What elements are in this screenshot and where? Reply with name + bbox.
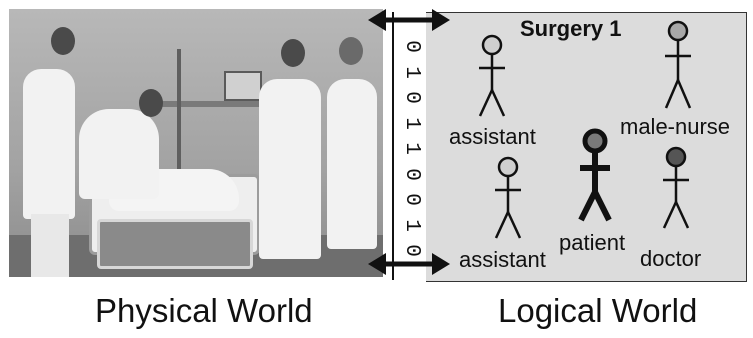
photo-monitor [224, 71, 262, 101]
actor-male-nurse [656, 20, 700, 115]
stick-figure-icon [662, 146, 690, 229]
binary-digit: 0 [399, 193, 423, 206]
binary-digit: 1 [399, 65, 423, 79]
caption-physical-world: Physical World [95, 292, 313, 329]
photo-person-center-head [281, 39, 305, 67]
actor-patient [572, 128, 618, 226]
binary-strip: 0 1 0 1 1 0 0 1 0 [392, 12, 430, 280]
photo-iv-pole [177, 49, 181, 219]
actor-doctor [654, 146, 698, 236]
actor-label-doctor: doctor [640, 246, 702, 271]
photo-person-left [23, 69, 75, 219]
stick-figure-icon [664, 20, 692, 109]
binary-digit: 0 [399, 244, 423, 257]
physical-world-photo [9, 9, 383, 277]
binary-digit: 0 [399, 40, 423, 53]
binary-digit: 0 [399, 91, 423, 104]
stick-figure-icon [494, 156, 522, 239]
photo-person-center [259, 79, 321, 259]
photo-person-bending-head [139, 89, 163, 117]
photo-wall-rail [154, 101, 274, 107]
photo-person-left-legs [31, 214, 69, 277]
logical-panel-title: Surgery 1 [520, 16, 622, 41]
actor-label-assistant-bottom: assistant [459, 247, 546, 273]
actor-label-patient: patient [559, 230, 626, 255]
binary-digit: 1 [399, 142, 423, 155]
actor-assistant-bottom [486, 156, 530, 246]
caption-logical-world: Logical World [498, 292, 698, 329]
photo-person-left-head [51, 27, 75, 55]
photo-person-right [327, 79, 377, 249]
stick-figure-icon [578, 128, 612, 222]
binary-digit: 0 [399, 167, 423, 181]
binary-digit: 1 [399, 218, 423, 232]
actor-assistant-top [470, 34, 514, 124]
photo-bed-rail [97, 219, 253, 269]
photo-person-right-head [339, 37, 363, 65]
actor-label-assistant-top: assistant [449, 124, 536, 149]
stick-figure-icon [478, 34, 506, 117]
binary-digits: 0 1 0 1 1 0 0 1 0 [394, 36, 428, 261]
actor-label-male-nurse: male-nurse [620, 114, 731, 139]
binary-digit: 1 [399, 116, 423, 130]
photo-person-bending [79, 109, 159, 199]
